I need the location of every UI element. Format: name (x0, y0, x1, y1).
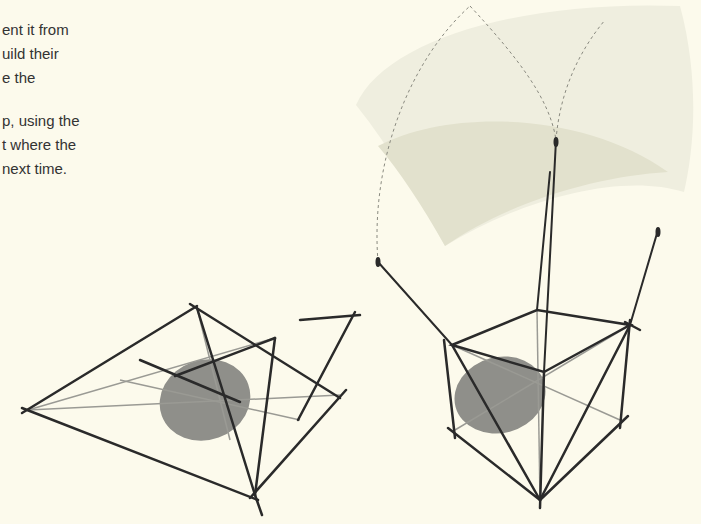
string-knots (376, 137, 661, 267)
text-fragment: uild their (2, 45, 59, 63)
text-fragment: ent it from (2, 21, 69, 39)
text-fragment: e the (2, 69, 35, 87)
canopy-underside (378, 121, 668, 246)
canopy-guide (470, 6, 556, 140)
canopy (356, 5, 693, 262)
text-fragment: next time. (2, 160, 67, 178)
text-fragment: p, using the (2, 112, 80, 130)
pyramid-construction (22, 304, 360, 515)
box-construction (444, 310, 640, 508)
strings (378, 140, 658, 372)
canopy-guide (556, 20, 605, 140)
text-fragment: t where the (2, 136, 76, 154)
canopy-guide (377, 6, 470, 262)
canopy-outer (356, 5, 693, 246)
